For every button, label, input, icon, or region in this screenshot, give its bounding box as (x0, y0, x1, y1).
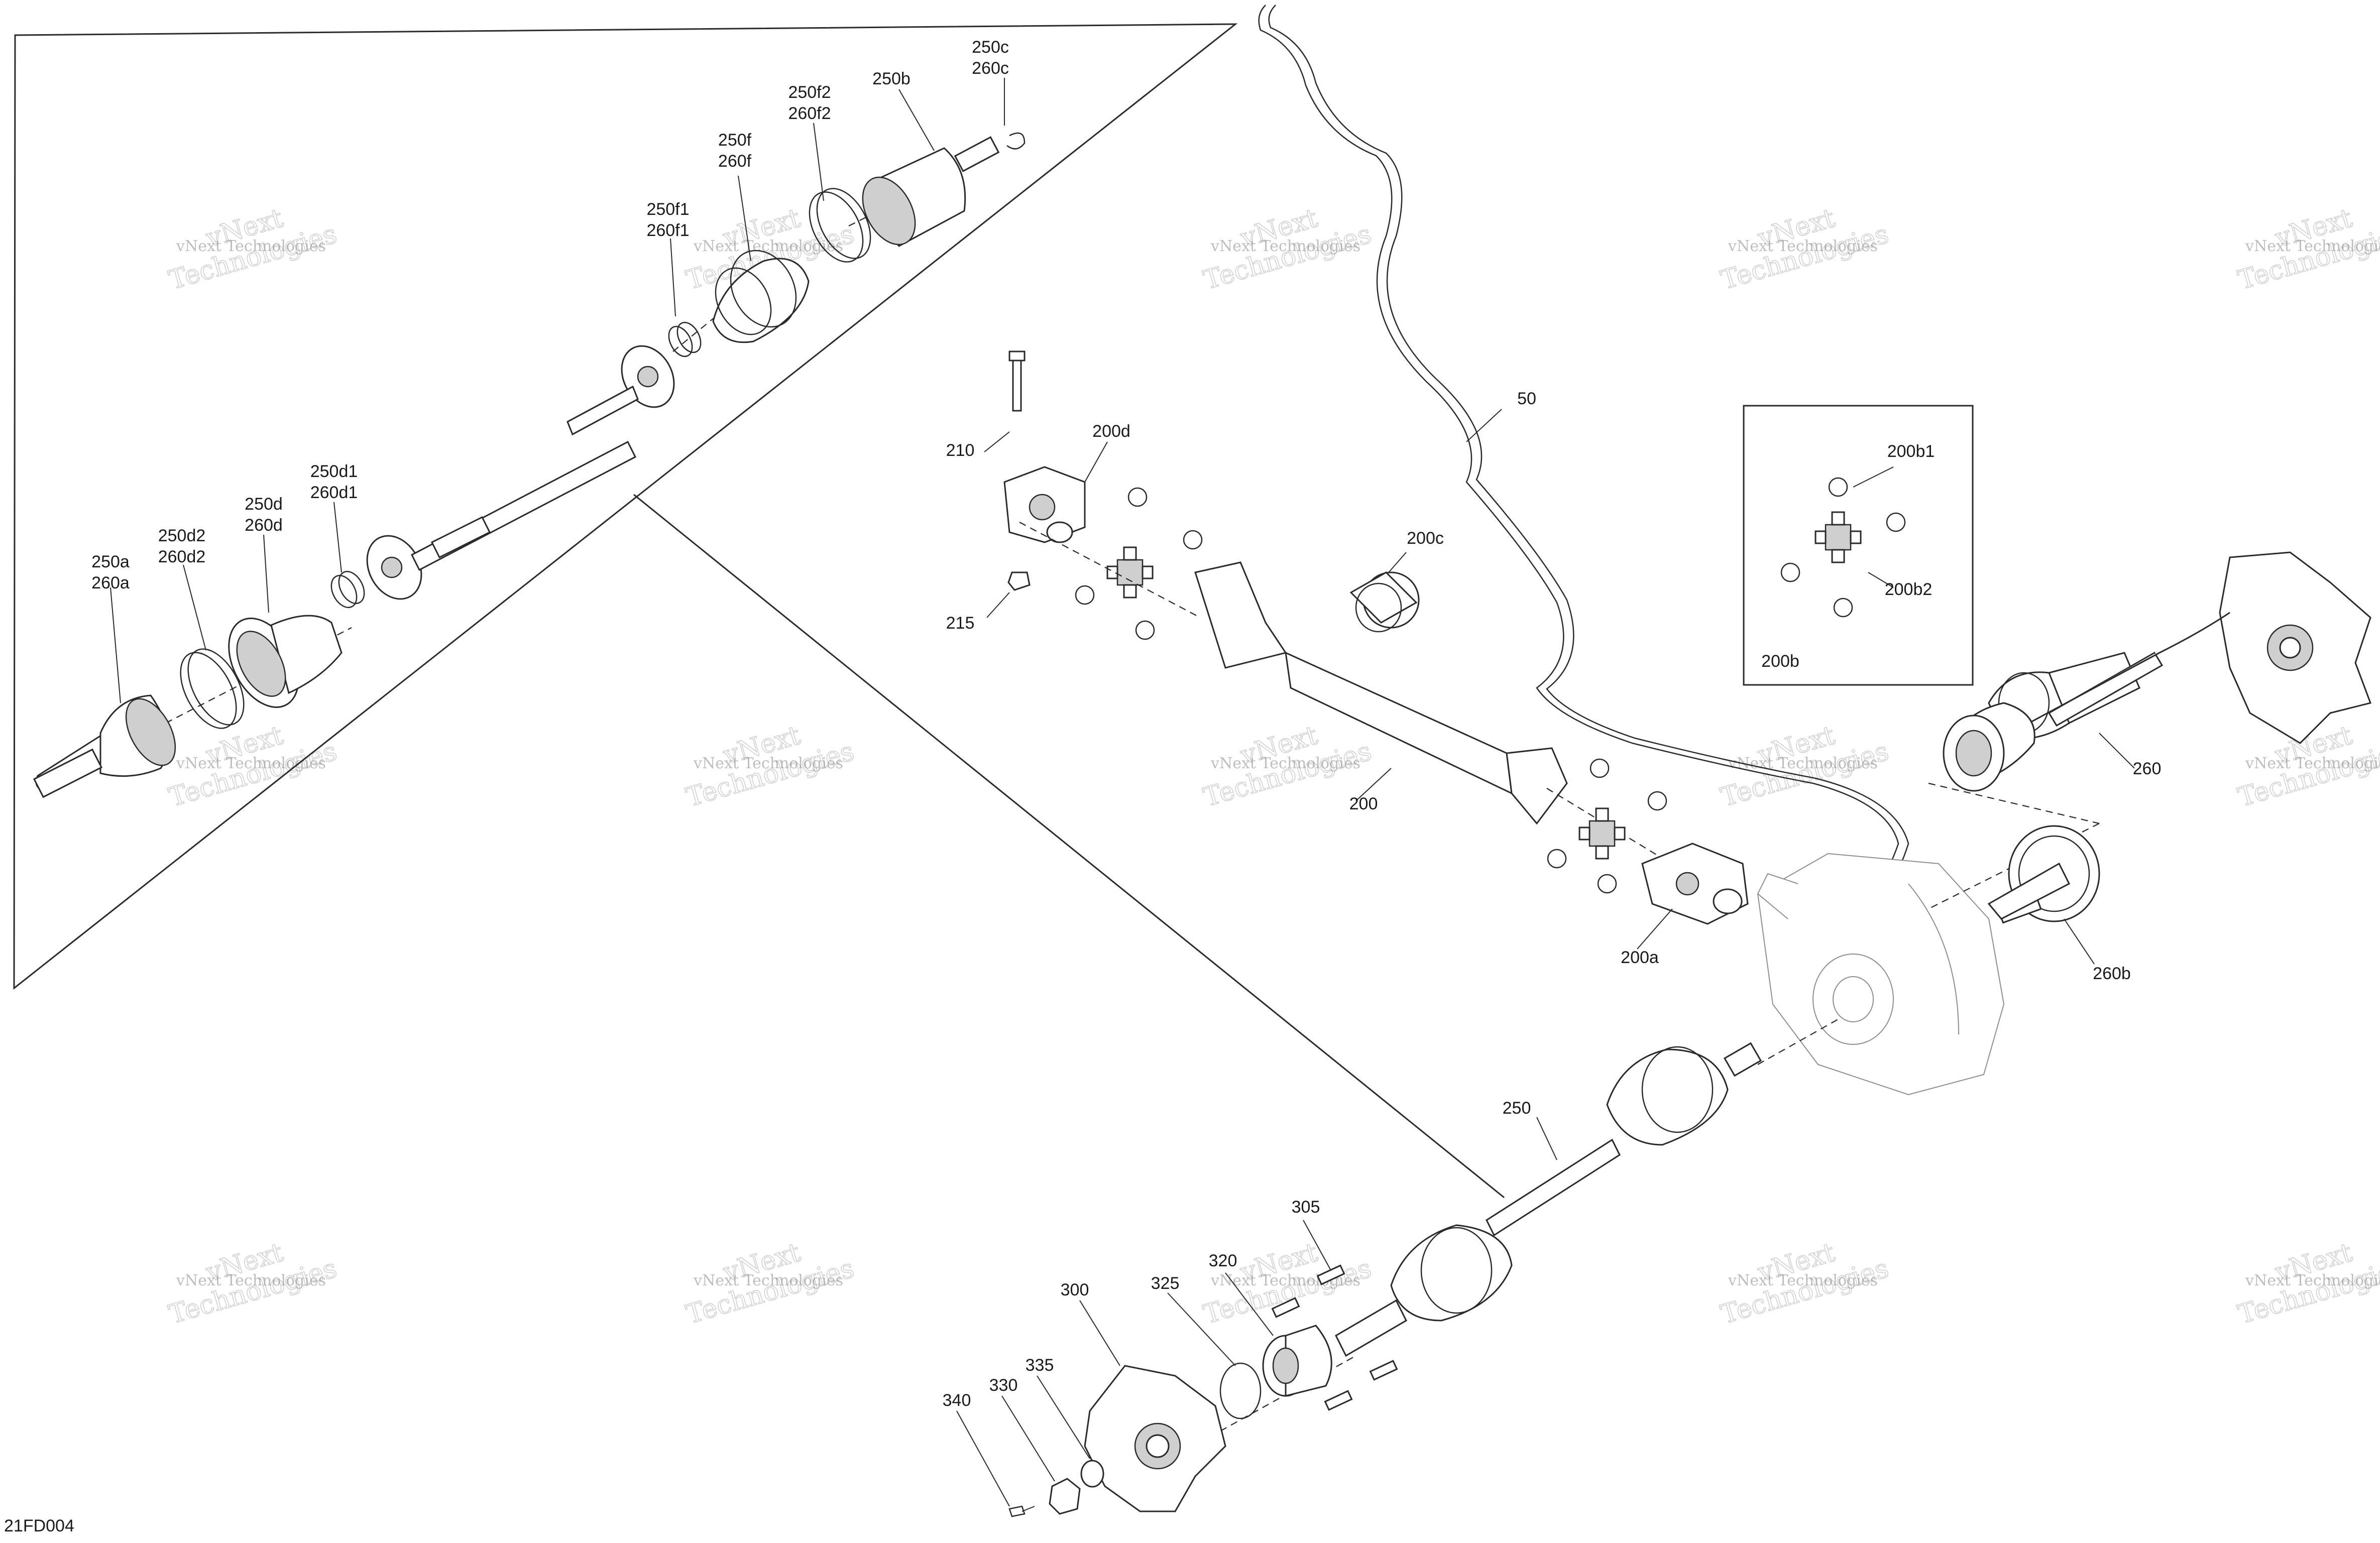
svg-text:vNext Technologies: vNext Technologies (1728, 755, 1878, 772)
yoke-200a (1641, 843, 1749, 925)
svg-text:vNext Technologies: vNext Technologies (693, 755, 843, 772)
part-label-260f1: 260f1 (646, 221, 689, 240)
part-labels: 250c 260c 250b 250f2 260f2 250f 260f 250f1 260f1… (91, 38, 2161, 1410)
breather-hose-50 (1258, 5, 1899, 899)
part-label-200b2: 200b2 (1885, 580, 1933, 599)
part-label-250a: 250a (91, 552, 130, 571)
part-label-260: 260 (2133, 759, 2162, 778)
boot-200c (1349, 571, 1420, 633)
part-label-260d: 260d (245, 516, 283, 535)
part-label-330: 330 (989, 1376, 1018, 1395)
tripod-bearing (366, 535, 422, 600)
part-label-200b1: 200b1 (1887, 442, 1935, 461)
wheel-hub (2219, 551, 2371, 744)
part-label-250b: 250b (872, 69, 911, 88)
part-label-250f2: 250f2 (788, 83, 831, 102)
prop-shaft-assembly (1003, 350, 1749, 925)
part-label-250c: 250c (972, 38, 1009, 57)
part-label-340: 340 (943, 1391, 971, 1410)
part-label-335: 335 (1026, 1356, 1054, 1375)
boot-250f (712, 250, 810, 343)
part-label-305: 305 (1292, 1198, 1320, 1217)
part-label-260d1: 260d1 (310, 483, 358, 502)
breather-hose-edge (1268, 5, 1909, 902)
part-label-50: 50 (1517, 389, 1536, 408)
part-label-250: 250 (1503, 1099, 1531, 1118)
svg-text:vNext Technologies: vNext Technologies (1728, 238, 1878, 255)
svg-text:vNext Technologies: vNext Technologies (176, 755, 326, 772)
cv-axle-detail (33, 132, 1026, 798)
u-joint-spider-2 (1578, 807, 1626, 860)
part-label-260d2: 260d2 (158, 547, 206, 566)
detail-inset-frame (13, 23, 1505, 1199)
part-label-260f2: 260f2 (788, 104, 831, 123)
yoke-200d (1003, 466, 1086, 543)
svg-text:vNext Technologies: vNext Technologies (2245, 755, 2380, 772)
part-label-250d1: 250d1 (310, 462, 358, 481)
wheel-knuckle-300 (1084, 1365, 1226, 1512)
svg-text:vNext Technologies: vNext Technologies (2245, 238, 2380, 255)
part-label-250f1: 250f1 (646, 200, 689, 219)
u-joint-kit-inset-200b (1743, 405, 1974, 686)
part-label-250f: 250f (718, 131, 752, 150)
part-label-210: 210 (946, 441, 975, 460)
part-label-200: 200 (1349, 794, 1378, 813)
svg-text:vNext Technologies: vNext Technologies (1728, 1272, 1878, 1289)
svg-text:vNext Technologies: vNext Technologies (1210, 755, 1361, 772)
differential-housing (1757, 853, 2005, 1096)
part-label-260b: 260b (2093, 964, 2131, 983)
svg-text:vNext Technologies: vNext Technologies (176, 238, 326, 255)
part-label-260f: 260f (718, 152, 752, 171)
part-label-325: 325 (1151, 1274, 1180, 1293)
svg-text:vNext Technologies: vNext Technologies (1210, 238, 1361, 255)
part-label-215: 215 (946, 614, 975, 633)
svg-text:vNext Technologies: vNext Technologies (2245, 1272, 2380, 1289)
svg-text:vNext Technologies: vNext Technologies (693, 238, 843, 255)
part-label-250d: 250d (245, 495, 283, 514)
part-label-250d2: 250d2 (158, 526, 206, 545)
part-label-200b: 200b (1761, 652, 1799, 671)
inner-cv-joint-250b (862, 136, 1000, 247)
svg-text:vNext Technologies: vNext Technologies (693, 1272, 843, 1289)
part-label-200c: 200c (1407, 529, 1444, 548)
part-label-260a: 260a (91, 573, 130, 592)
outer-cv-joint-250a (33, 694, 176, 798)
bolt-210 (1008, 350, 1026, 412)
u-joint-spider (1106, 546, 1154, 599)
part-label-200d: 200d (1092, 422, 1130, 441)
part-label-260c: 260c (972, 59, 1009, 78)
leader-lines (110, 78, 2135, 1507)
svg-text:vNext Technologies: vNext Technologies (176, 1272, 326, 1289)
wheel-end-parts (1008, 1264, 1398, 1517)
half-shaft-250 (1220, 1019, 1839, 1432)
diagram-code: 21FD004 (4, 1516, 74, 1535)
boot-250d (228, 615, 343, 708)
part-label-320: 320 (1209, 1251, 1237, 1270)
part-label-200a: 200a (1621, 948, 1659, 967)
half-shaft-260 (1928, 551, 2371, 924)
part-label-300: 300 (1061, 1280, 1089, 1299)
